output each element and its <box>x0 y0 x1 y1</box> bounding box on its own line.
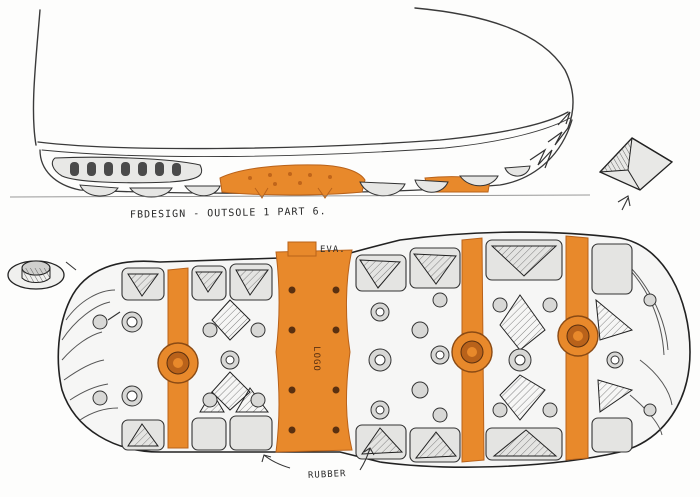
ground-line <box>9 194 591 198</box>
eva-panel-dots <box>288 286 340 434</box>
side-lugs <box>79 165 531 198</box>
eva-side-section <box>219 164 491 199</box>
rubber-label: RUBBER <box>307 468 347 482</box>
eva-label: EVA. <box>320 245 346 255</box>
flex-cuts <box>211 294 546 421</box>
heel-window <box>51 156 203 184</box>
callout-arrows <box>107 311 375 471</box>
eva-swatch <box>287 241 317 257</box>
stud-detail-icon <box>7 260 77 290</box>
sole-marking: LOGO <box>310 346 321 372</box>
toe-cleats <box>529 111 571 169</box>
heel-grooves <box>61 289 119 421</box>
studs <box>92 292 657 423</box>
cleat-detail-icon <box>598 137 674 211</box>
traction-wedges <box>127 245 634 459</box>
eva-ring-studs <box>157 315 599 384</box>
